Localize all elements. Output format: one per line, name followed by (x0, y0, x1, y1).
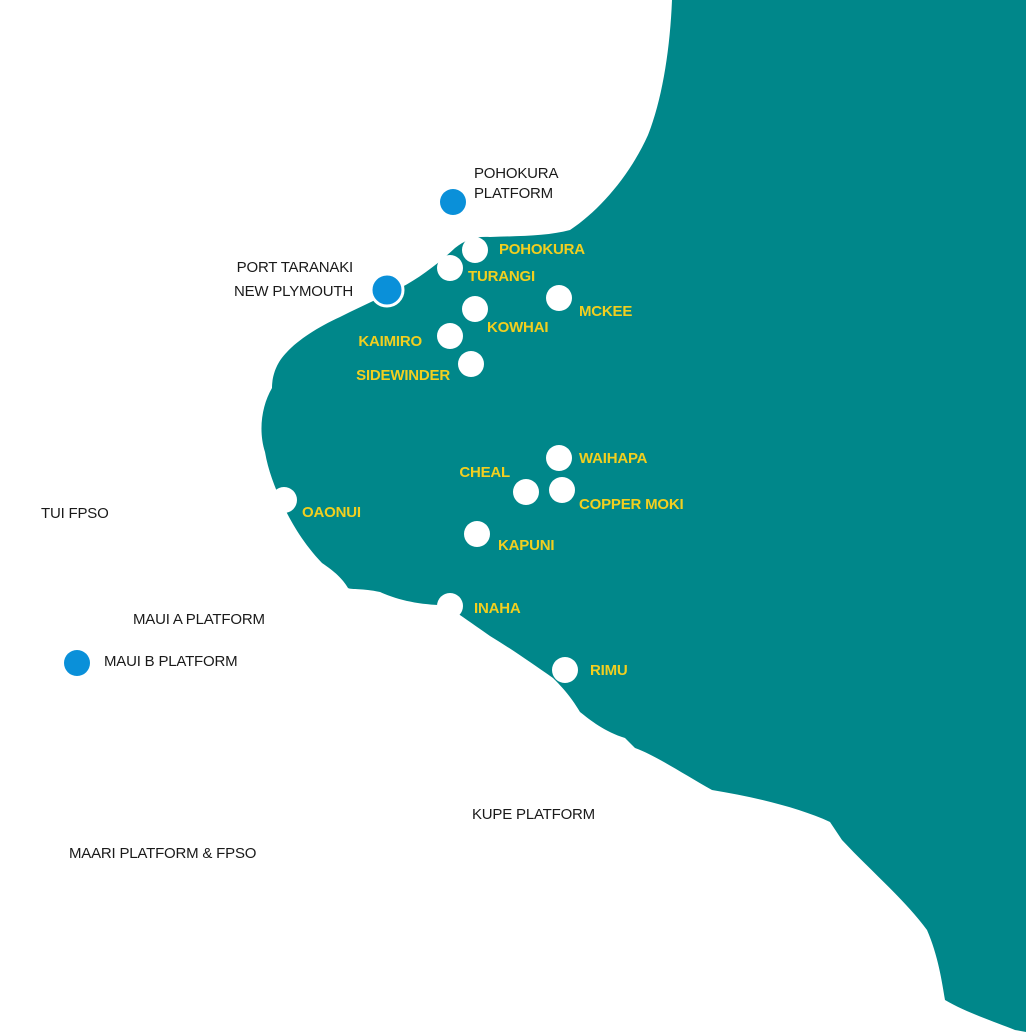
field-label-pohokura: POHOKURA (499, 241, 585, 258)
field-marker-rimu[interactable] (552, 657, 578, 683)
field-label-cheal: CHEAL (459, 464, 510, 481)
field-marker-sidewinder[interactable] (458, 351, 484, 377)
field-marker-kowhai[interactable] (462, 296, 488, 322)
facility-label-maari-platform: MAARI PLATFORM & FPSO (69, 845, 257, 862)
facility-label-maui-a-platform: MAUI A PLATFORM (133, 611, 265, 628)
field-label-mckee: MCKEE (579, 303, 633, 320)
facility-label-kupe-platform: KUPE PLATFORM (472, 806, 595, 823)
field-marker-mckee[interactable] (546, 285, 572, 311)
field-label-kowhai: KOWHAI (487, 319, 549, 336)
field-label-copper-moki: COPPER MOKI (579, 496, 684, 513)
field-label-rimu: RIMU (590, 662, 628, 679)
field-marker-oaonui[interactable] (271, 487, 297, 513)
facility-marker-port-taranaki[interactable] (369, 272, 405, 308)
field-label-kaimiro: KAIMIRO (358, 333, 422, 350)
label-line: NEW PLYMOUTH (234, 283, 353, 300)
facility-marker-pohokura-platform[interactable] (440, 189, 466, 215)
field-marker-kapuni[interactable] (464, 521, 490, 547)
label-line: POHOKURA (474, 165, 559, 182)
facility-label-tui-fpso: TUI FPSO (41, 505, 109, 522)
label-line: PORT TARANAKI (236, 259, 354, 276)
label-line: PLATFORM (474, 185, 553, 202)
field-label-oaonui: OAONUI (302, 504, 361, 521)
field-label-waihapa: WAIHAPA (579, 450, 648, 467)
field-marker-waihapa[interactable] (546, 445, 572, 471)
field-marker-pohokura[interactable] (462, 237, 488, 263)
field-marker-kaimiro[interactable] (437, 323, 463, 349)
field-marker-inaha[interactable] (437, 593, 463, 619)
field-marker-copper-moki[interactable] (549, 477, 575, 503)
facility-label-pohokura-platform: POHOKURA PLATFORM (474, 164, 558, 204)
field-marker-cheal[interactable] (513, 479, 539, 505)
facility-label-port-taranaki: PORT TARANAKI NEW PLYMOUTH (234, 256, 353, 304)
field-label-turangi: TURANGI (468, 268, 535, 285)
field-marker-turangi[interactable] (437, 255, 463, 281)
facility-marker-maui-b-platform[interactable] (64, 650, 90, 676)
facility-label-maui-b-platform: MAUI B PLATFORM (104, 653, 238, 670)
field-label-inaha: INAHA (474, 600, 521, 617)
field-label-sidewinder: SIDEWINDER (356, 367, 450, 384)
field-label-kapuni: KAPUNI (498, 537, 555, 554)
land-mass (261, 0, 1026, 1032)
